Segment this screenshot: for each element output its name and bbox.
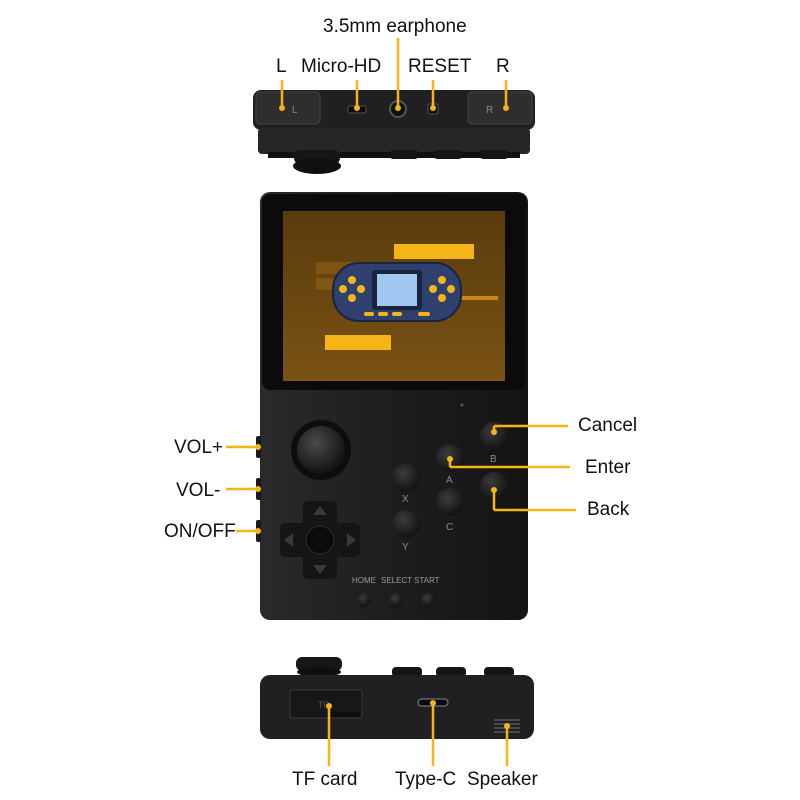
label-vol-up: VOL+ [174, 437, 224, 458]
dpad-down-icon [313, 565, 327, 574]
button-c-label: C [446, 522, 453, 533]
select-button[interactable] [389, 593, 403, 607]
button-d[interactable] [480, 472, 508, 500]
top-view: L R [253, 90, 535, 174]
shoulder-l-print: L [292, 105, 298, 116]
label-micro-hd: Micro-HD [301, 56, 382, 77]
bottom-stick-cap [296, 657, 342, 671]
button-x[interactable] [392, 464, 420, 492]
select-label: SELECT [381, 576, 412, 585]
home-button[interactable] [357, 593, 371, 607]
dpad-up-icon [313, 506, 327, 515]
label-back: Back [587, 499, 630, 520]
label-left-shoulder: L [276, 56, 287, 77]
front-view: X A B C Y HOME SELECT START [256, 192, 528, 620]
shoulder-l-button[interactable] [255, 91, 321, 125]
start-label: START [414, 576, 440, 585]
d-pad[interactable] [280, 501, 360, 579]
label-enter: Enter [585, 457, 631, 478]
dpad-left-icon [284, 533, 293, 547]
label-speaker: Speaker [467, 769, 538, 790]
label-cancel: Cancel [578, 415, 638, 436]
start-button[interactable] [421, 593, 435, 607]
tf-slot-print: TF [318, 700, 329, 710]
label-vol-down: VOL- [176, 480, 221, 501]
shoulder-r-button[interactable] [467, 91, 533, 125]
callout-dots [255, 105, 510, 729]
screen-bar [325, 335, 391, 350]
label-reset: RESET [408, 56, 472, 77]
button-b[interactable] [480, 422, 508, 450]
tf-card-slot [289, 689, 363, 719]
home-label: HOME [352, 576, 376, 585]
dpad-right-icon [347, 533, 356, 547]
shoulder-r-print: R [486, 105, 493, 116]
button-y[interactable] [392, 510, 420, 538]
bottom-view: TF [260, 657, 534, 739]
button-c[interactable] [436, 488, 464, 516]
label-type-c: Type-C [395, 769, 457, 790]
callout-lines [226, 38, 576, 766]
screen-bar [394, 244, 474, 259]
button-b-label: B [490, 454, 497, 465]
button-x-label: X [402, 494, 409, 505]
analog-stick[interactable] [297, 426, 345, 474]
button-a-label: A [446, 475, 453, 486]
button-y-label: Y [402, 542, 409, 553]
label-right-shoulder: R [496, 56, 510, 77]
top-lower-housing [258, 128, 530, 154]
label-earphone: 3.5mm earphone [323, 16, 467, 37]
label-power: ON/OFF [164, 521, 236, 542]
handheld-console-illustration [332, 262, 462, 322]
label-tf-card: TF card [292, 769, 358, 790]
